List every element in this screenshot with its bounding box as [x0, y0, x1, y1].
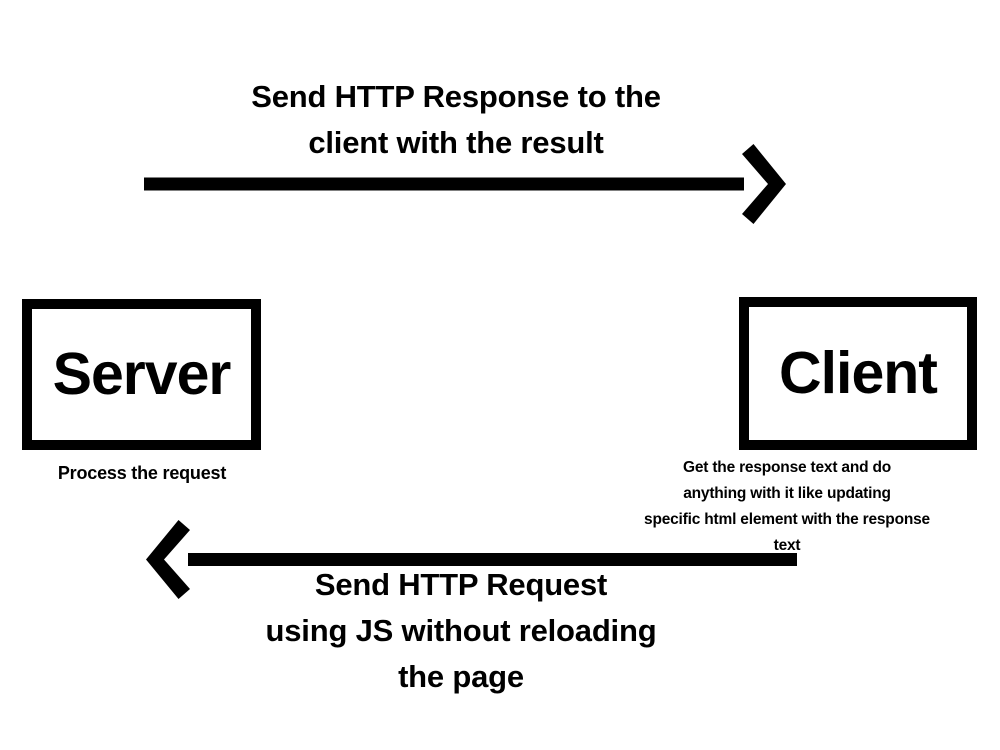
client-node-title: Client — [779, 340, 938, 406]
client-node: Client — [739, 297, 977, 450]
arrow-left-icon — [142, 520, 797, 599]
server-node-caption: Process the request — [57, 463, 227, 483]
response-flow-label: Send HTTP Response to the client with th… — [251, 79, 661, 160]
server-node: Server — [22, 299, 261, 450]
server-node-title: Server — [52, 341, 232, 407]
request-flow-label: Send HTTP Request using JS without reloa… — [265, 567, 657, 694]
client-node-caption: Get the response text and do anything wi… — [644, 459, 930, 554]
arrow-right-icon — [140, 144, 790, 225]
